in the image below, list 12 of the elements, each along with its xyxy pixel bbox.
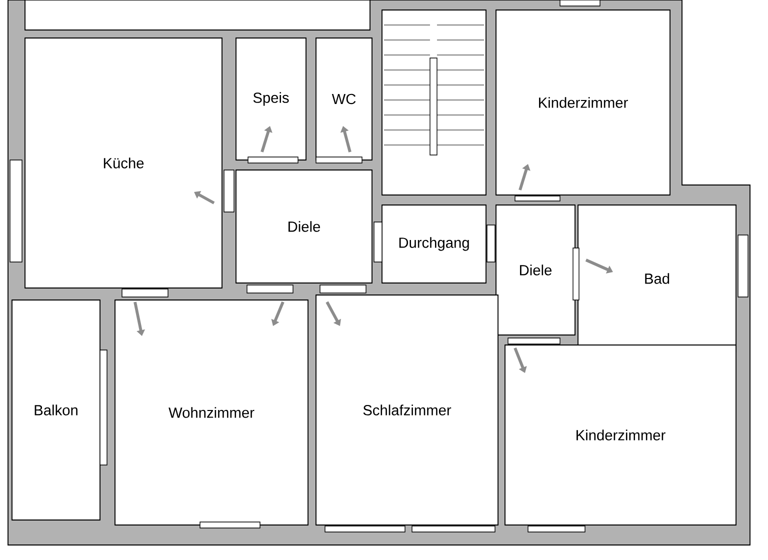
room: WC (316, 38, 372, 160)
room: Bad (578, 204, 736, 352)
room-outline (24, 0, 370, 30)
room: Küche (24, 38, 222, 288)
room: Diele (496, 204, 576, 336)
room: Kinderzimmer (504, 344, 736, 526)
room: Diele (236, 170, 372, 284)
room: Schlafzimmer (316, 294, 498, 526)
room-outline (382, 10, 486, 196)
room: Wohnzimmer (114, 300, 308, 526)
room: Speis (236, 38, 306, 160)
room: Kinderzimmer (496, 10, 670, 196)
